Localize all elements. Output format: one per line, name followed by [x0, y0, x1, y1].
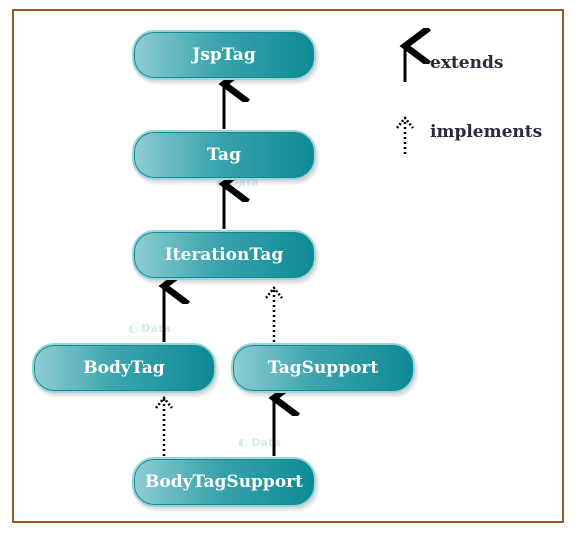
- implements-arrowhead: [155, 395, 173, 409]
- node-tag: Tag: [132, 130, 316, 180]
- node-bodytagsupport: BodyTagSupport: [132, 457, 316, 507]
- watermark-logo: ◐ Data: [128, 322, 171, 335]
- node-bodytag: BodyTag: [32, 343, 216, 393]
- implements-arrowhead: [265, 285, 283, 299]
- node-iterationtag: IterationTag: [132, 230, 316, 280]
- diagram-frame: [12, 9, 564, 523]
- watermark-logo: ◐ Data: [238, 436, 281, 449]
- legend-implements-label: implements: [430, 122, 543, 142]
- node-jsptag: JspTag: [132, 30, 316, 80]
- legend-implements-arrowhead: [396, 115, 414, 129]
- legend-extends-label: extends: [430, 53, 504, 73]
- node-tagsupport: TagSupport: [231, 343, 415, 393]
